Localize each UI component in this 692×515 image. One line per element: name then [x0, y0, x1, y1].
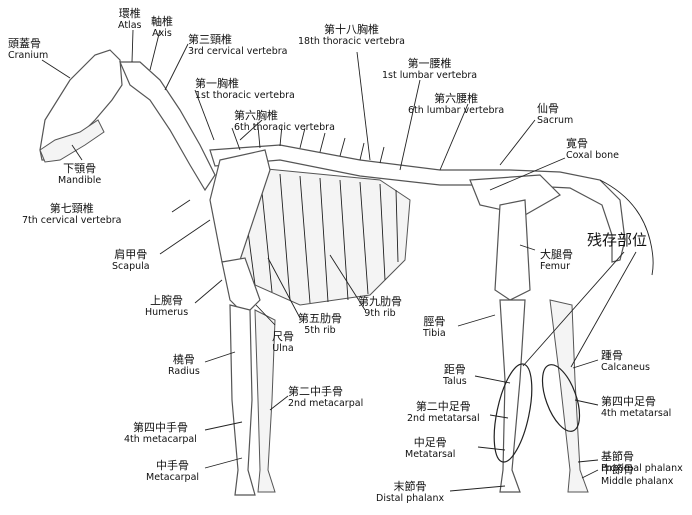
- foreleg-near: [230, 305, 255, 495]
- hindleg-near: [500, 300, 525, 492]
- remains-callout-label: 残存部位: [587, 229, 647, 250]
- femur-shape: [495, 200, 530, 300]
